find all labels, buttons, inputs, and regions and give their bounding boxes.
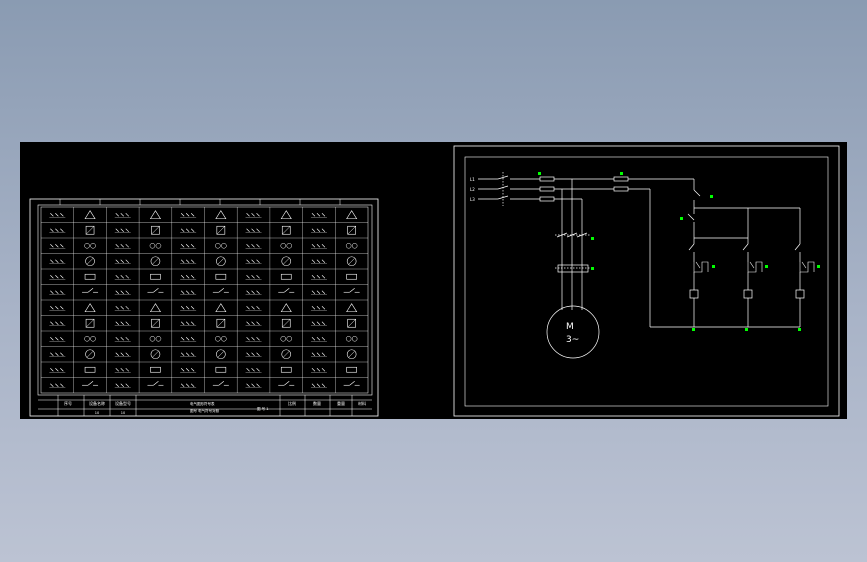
title-value-2: 10 [95,411,99,415]
title-right-4: 材料 [358,400,366,406]
legend-sheet[interactable]: 序号 设备名称 设备型号 10 10 电气图形符号表 图号 电气符号对照 图 号… [29,198,379,417]
legend-border-ticks [59,199,341,205]
schematic-sheet[interactable]: L1 L2 L3 [453,145,840,417]
terminal-marker [620,172,623,175]
terminal-marker [591,237,594,240]
title-right-2: 数量 [313,400,321,406]
terminal-marker [712,265,715,268]
terminal-marker [710,195,713,198]
schematic-outer-border [453,145,840,417]
title-right-3: 重量 [337,400,345,406]
terminal-marker [765,265,768,268]
motor-symbol [546,305,600,359]
title-caption-right: 图 号 1 [257,406,268,411]
title-right-1: 比例 [288,400,296,406]
motor-label-m: M [566,322,574,332]
terminal-marker [680,217,683,220]
legend-symbols [49,210,360,388]
terminal-marker [817,265,820,268]
terminal-marker [798,328,801,331]
terminal-markers [538,172,820,331]
title-caption-2: 图号 电气符号对照 [190,408,220,413]
title-cell-3: 设备型号 [115,400,131,406]
terminal-marker [538,172,541,175]
legend-grid [40,206,369,394]
legend-outer-border [29,198,379,417]
main-wiring [478,172,815,359]
terminal-marker [745,328,748,331]
phase-label-l3: L3 [470,197,475,202]
legend-title-block: 序号 设备名称 设备型号 10 10 电气图形符号表 图号 电气符号对照 图 号… [38,395,372,416]
phase-label-l1: L1 [470,177,475,182]
title-cell-2: 设备名称 [89,400,105,406]
title-value-3: 10 [121,411,125,415]
model-space [20,142,847,419]
legend-inner-border [37,204,373,396]
title-caption-1: 电气图形符号表 [190,401,215,406]
phase-label-l2: L2 [470,187,475,192]
terminal-marker [692,328,695,331]
title-cell-1: 序号 [64,400,72,406]
terminal-marker [591,267,594,270]
motor-label: M 3~ [566,322,579,345]
motor-label-3ph: 3~ [566,335,579,345]
schematic-inner-border [464,156,829,407]
